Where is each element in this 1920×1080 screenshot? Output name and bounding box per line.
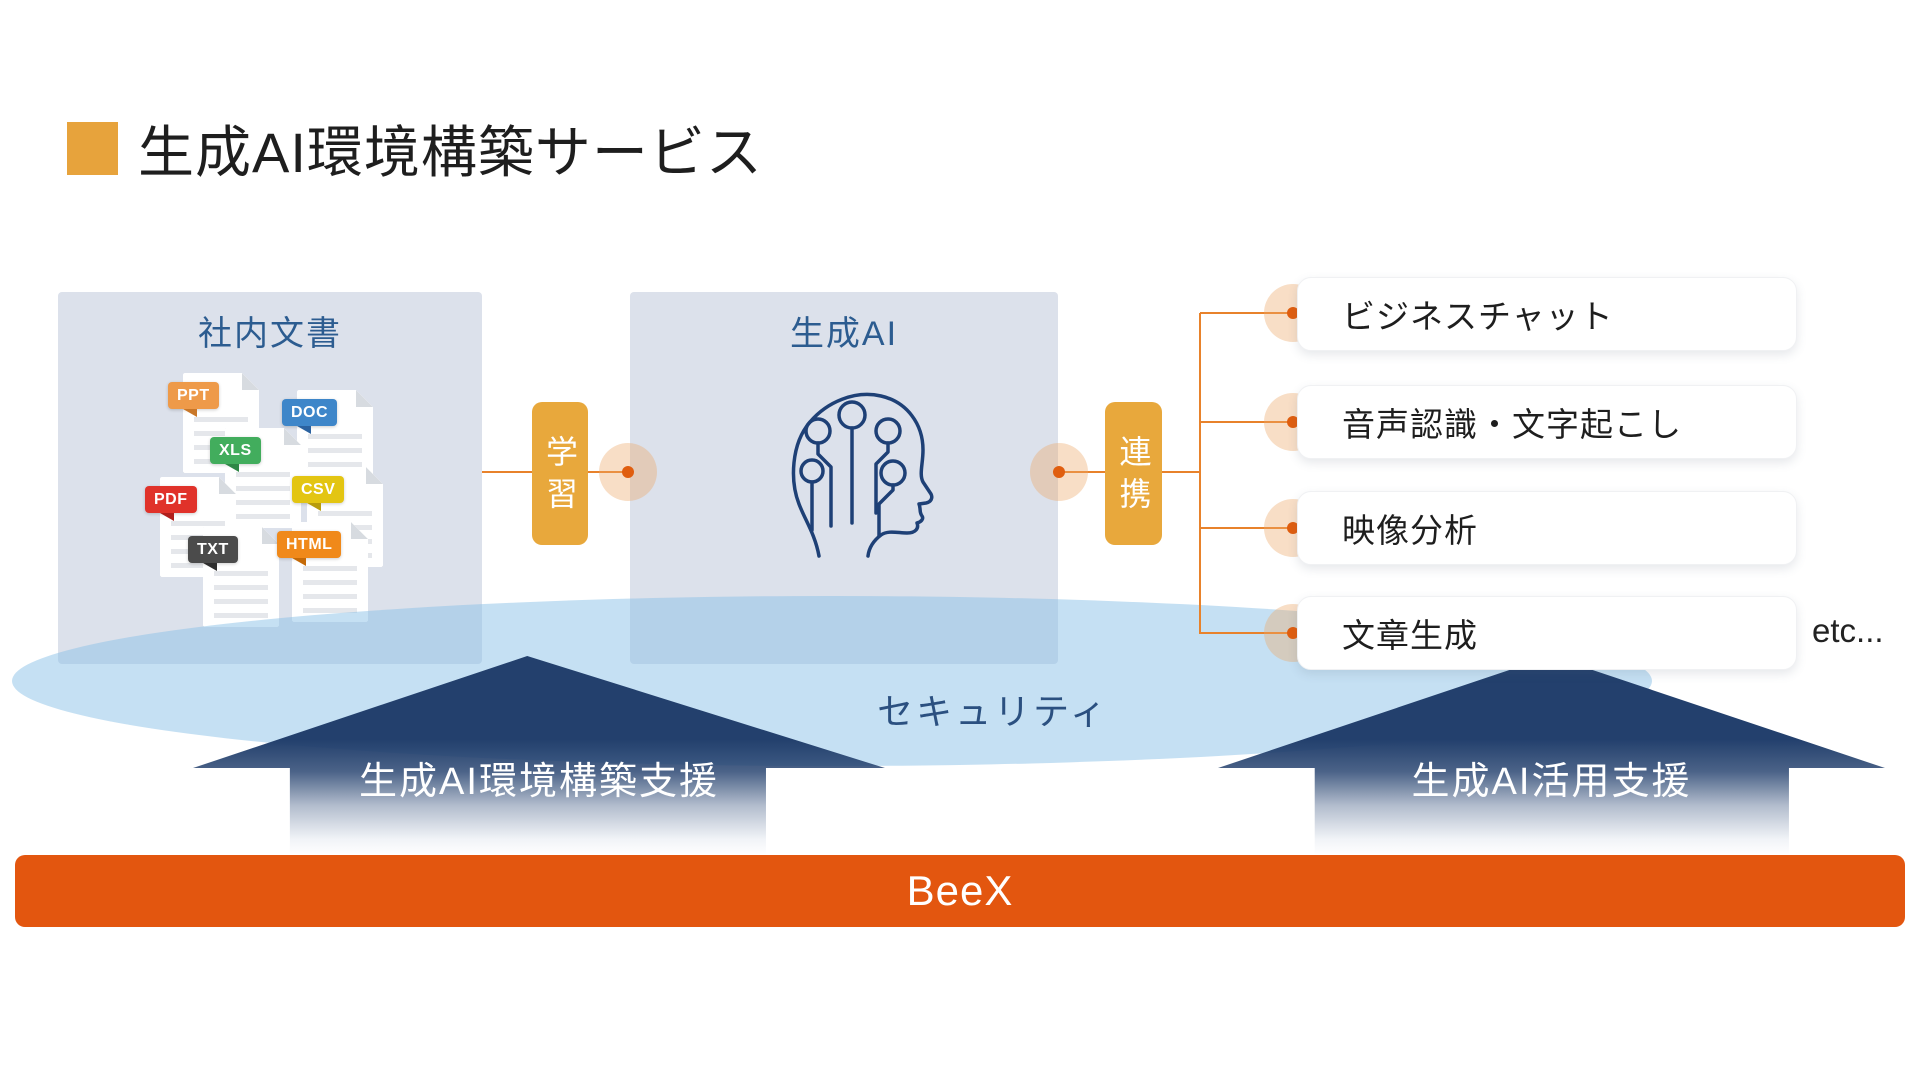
- support-arrow-utilize-label: 生成AI活用支援: [1411, 761, 1692, 803]
- support-arrow-build-label: 生成AI環境構築支援: [359, 761, 719, 803]
- output-card-text-generation: 文章生成: [1297, 596, 1797, 670]
- document-icon: XLS: [210, 428, 301, 528]
- connector-dot: [1287, 307, 1299, 319]
- connector-dot: [1053, 466, 1065, 478]
- etc-label: etc...: [1812, 612, 1884, 649]
- file-type-tag: HTML: [277, 531, 342, 558]
- tag-fold: [307, 503, 321, 511]
- title-bullet-square: [67, 122, 118, 175]
- connector-branch: [1200, 421, 1293, 423]
- document-icon: TXT: [188, 527, 279, 627]
- connector-spine: [1199, 313, 1201, 634]
- document-icon: HTML: [277, 522, 368, 622]
- tag-fold: [297, 426, 311, 434]
- internal-documents-title: 社内文書: [198, 315, 342, 353]
- output-card-video-analysis: 映像分析: [1297, 491, 1797, 565]
- brand-bar: BeeX: [15, 855, 1905, 927]
- connector-dot: [1287, 522, 1299, 534]
- page-title-text: 生成AI環境構築サービス: [138, 121, 763, 184]
- connector-branch: [1200, 527, 1293, 529]
- link-badge: 連携: [1105, 402, 1162, 545]
- security-label: セキュリティ: [877, 691, 1109, 732]
- learn-badge: 学習: [532, 402, 588, 545]
- tag-fold: [183, 409, 197, 417]
- tag-fold: [292, 558, 306, 566]
- ai-head-circuit-icon: [791, 392, 934, 558]
- output-card-business-chat: ビジネスチャット: [1297, 277, 1797, 351]
- page-title: 生成AI環境構築サービス: [67, 108, 763, 189]
- file-type-tag: XLS: [210, 437, 261, 464]
- connector-branch: [1200, 312, 1293, 314]
- connector-branch: [1200, 632, 1293, 634]
- brand-name: BeeX: [906, 867, 1014, 914]
- generative-ai-title: 生成AI: [789, 315, 899, 353]
- internal-documents-panel: 社内文書 PPT DOC XLS CSV PDF TXT: [58, 292, 482, 664]
- connector-dot: [1287, 416, 1299, 428]
- tag-fold: [203, 563, 217, 571]
- file-type-tag: PPT: [168, 382, 219, 409]
- output-card-speech-recognition: 音声認識・文字起こし: [1297, 385, 1797, 459]
- file-type-tag: DOC: [282, 399, 338, 426]
- tag-fold: [160, 513, 174, 521]
- connector-dot: [622, 466, 634, 478]
- connector-dot: [1287, 627, 1299, 639]
- file-type-tag: PDF: [145, 486, 197, 513]
- file-type-tag: TXT: [188, 536, 238, 563]
- file-type-tag: CSV: [292, 476, 345, 503]
- tag-fold: [225, 464, 239, 472]
